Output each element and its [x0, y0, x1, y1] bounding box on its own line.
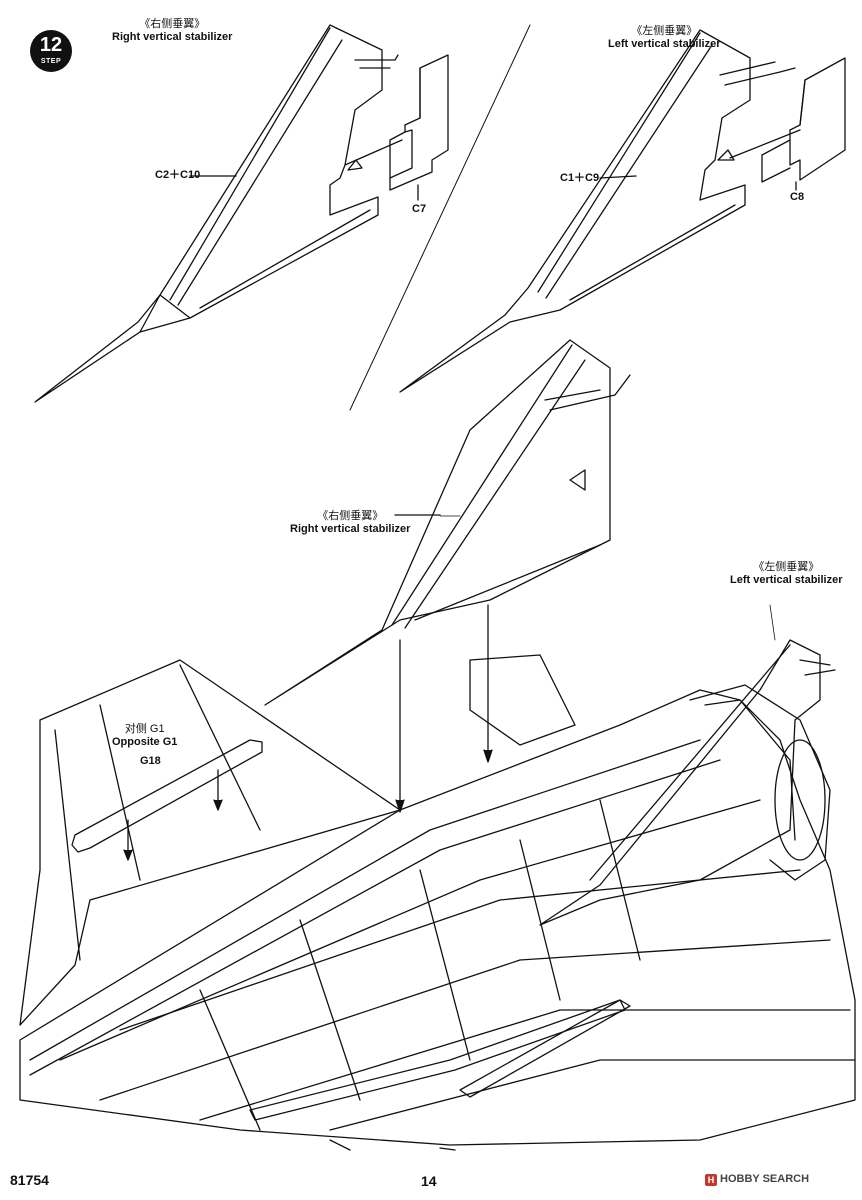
part-g18-drawing	[71, 739, 263, 853]
mid-right-stabilizer-label: 《右侧垂翼》 Right vertical stabilizer	[290, 510, 410, 536]
part-c1-c9-label: C1＋C9	[560, 172, 600, 184]
hobby-search-logo-icon: H	[705, 1174, 717, 1186]
mid-left-stabilizer-label: 《左侧垂翼》 Left vertical stabilizer	[730, 561, 843, 587]
mid-right-stabilizer-zh: 《右侧垂翼》	[317, 510, 384, 522]
step-word: STEP	[40, 58, 62, 65]
divider-line	[349, 24, 531, 411]
part-c2-c10-label: C2＋C10	[155, 169, 201, 181]
mid-right-stabilizer-en: Right vertical stabilizer	[290, 523, 411, 535]
opposite-g1-en: Opposite G1	[112, 736, 178, 748]
opposite-g1-zh: 对侧 G1	[124, 723, 165, 735]
right-stabilizer-mid-drawing	[264, 339, 631, 706]
right-stabilizer-top-drawing	[34, 24, 399, 403]
part-g18-label: G18	[140, 755, 161, 767]
top-right-stabilizer-zh: 《右侧垂翼》	[139, 18, 206, 30]
mid-left-stabilizer-zh: 《左侧垂翼》	[753, 561, 820, 573]
top-right-stabilizer-en: Right vertical stabilizer	[112, 31, 233, 43]
step-number: 12	[39, 34, 63, 56]
aircraft-fuselage-drawing	[19, 639, 856, 1151]
part-c8-label: C8	[790, 191, 805, 203]
top-left-stabilizer-label: 《左侧垂翼》 Left vertical stabilizer	[608, 25, 721, 51]
watermark-text: HOBBY SEARCH	[720, 1173, 810, 1185]
part-c7-drawing	[344, 54, 449, 201]
top-left-stabilizer-zh: 《左侧垂翼》	[631, 25, 698, 37]
product-code: 81754	[10, 1172, 49, 1188]
left-stabilizer-top-drawing	[399, 29, 796, 393]
part-c7-label: C7	[412, 203, 427, 215]
page-number: 14	[421, 1173, 437, 1189]
top-right-stabilizer-label: 《右侧垂翼》 Right vertical stabilizer	[112, 18, 232, 44]
step-badge: 12 STEP	[30, 30, 72, 72]
part-c8-drawing	[729, 57, 846, 191]
top-left-stabilizer-en: Left vertical stabilizer	[608, 38, 721, 50]
mid-left-stabilizer-en: Left vertical stabilizer	[730, 574, 843, 586]
opposite-g1-label: 对侧 G1 Opposite G1	[112, 723, 177, 749]
